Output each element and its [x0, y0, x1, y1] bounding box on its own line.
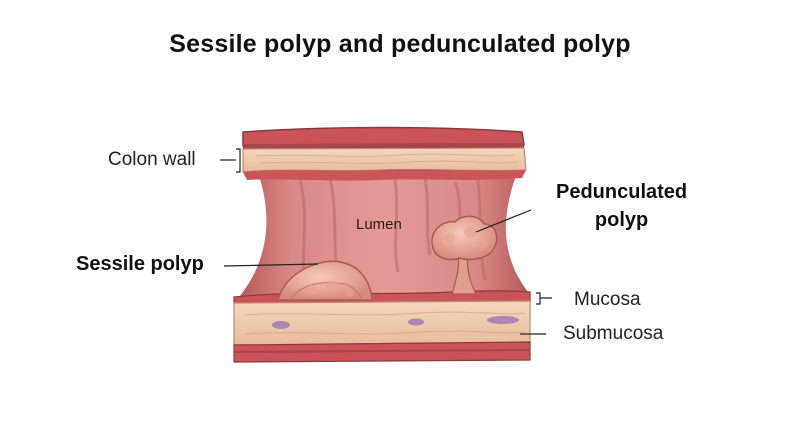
pedunculated-label-line2: polyp	[594, 209, 649, 231]
sessile-polyp	[277, 260, 373, 301]
colon-wall-label: Colon wall	[108, 149, 196, 170]
page-title: Sessile polyp and pedunculated polyp	[169, 30, 631, 58]
submucosa-label: Submucosa	[563, 323, 664, 344]
top-mucosa	[243, 169, 526, 181]
leader-lines	[220, 148, 552, 335]
pedunculated-leader	[475, 209, 532, 233]
top-wall-outer	[242, 126, 525, 147]
lumen-cavity	[240, 165, 528, 296]
sessile-leader	[223, 263, 319, 267]
submucosa-vessels	[272, 316, 519, 329]
colon-wall-bracket	[220, 148, 241, 173]
mucosa-label: Mucosa	[574, 289, 641, 310]
lumen-label: Lumen	[356, 216, 402, 233]
sessile-polyp-label: Sessile polyp	[76, 253, 204, 275]
pedunculated-label-line1: Pedunculated	[556, 181, 688, 203]
pedunculated-polyp-label: Pedunculated polyp	[556, 178, 687, 234]
pedunculated-polyp	[431, 215, 498, 295]
top-wall-tan	[242, 147, 527, 173]
mucosa-bracket	[536, 292, 552, 305]
